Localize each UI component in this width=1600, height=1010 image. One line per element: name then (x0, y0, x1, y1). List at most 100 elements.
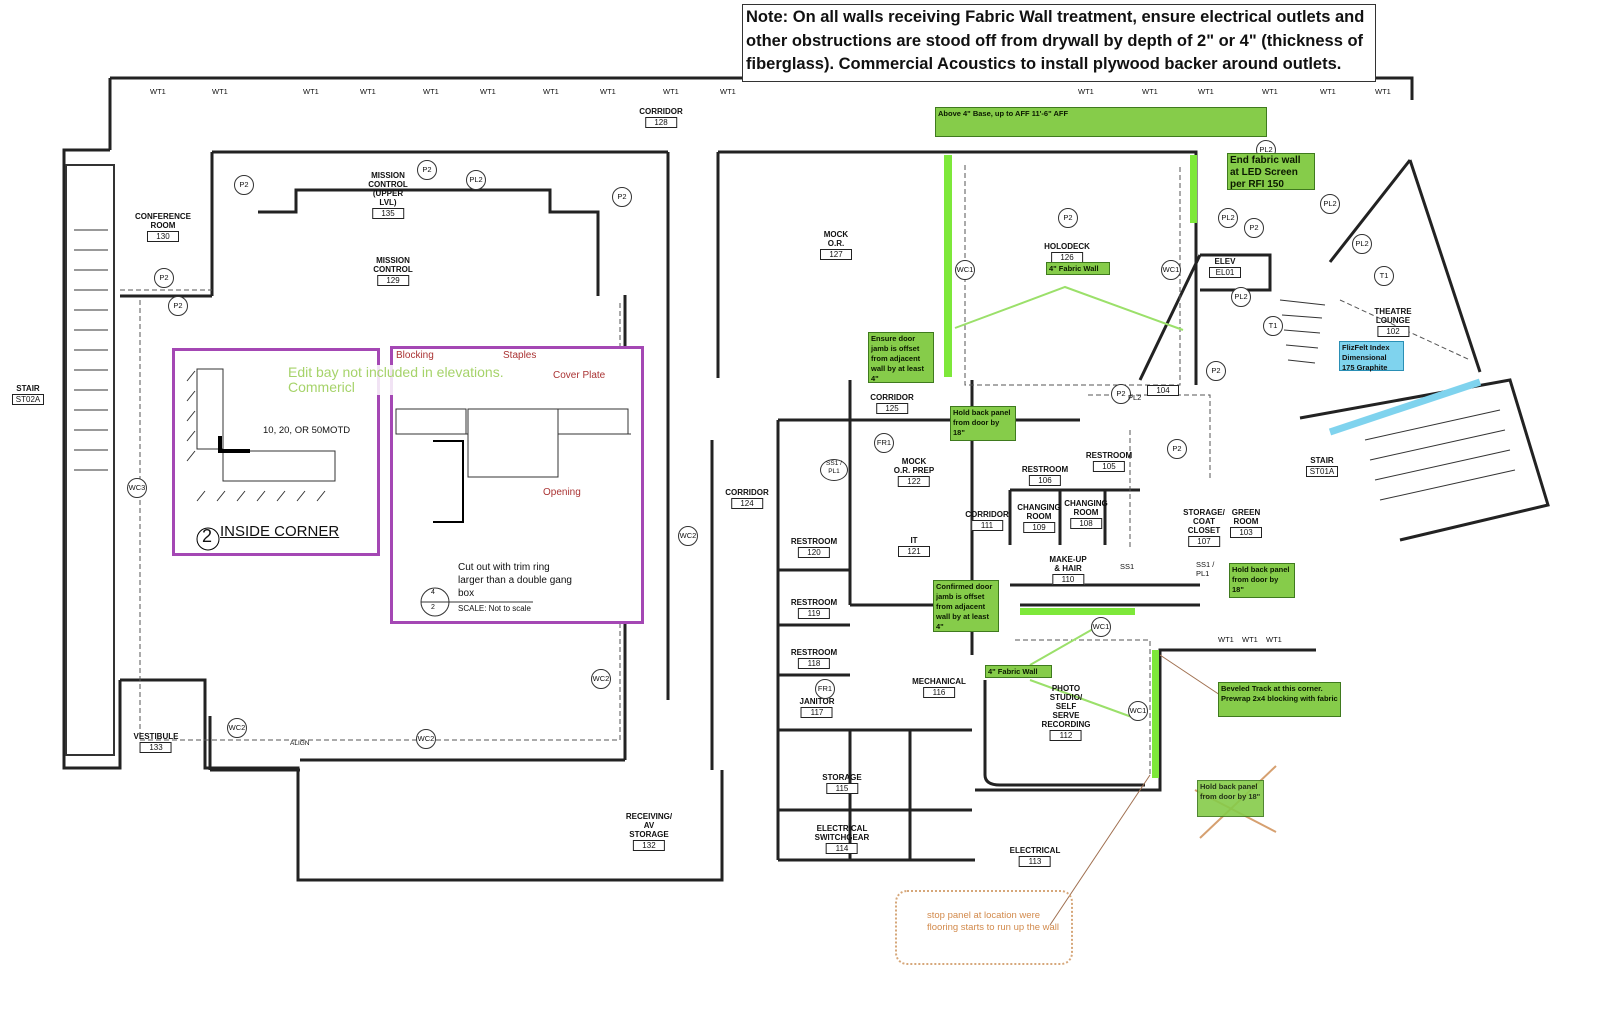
finish-tag-fr1: FR1 (874, 433, 894, 453)
room-number: 111 (971, 520, 1003, 531)
room-name: RESTROOM (790, 648, 838, 657)
detail-number: 2 (202, 526, 213, 546)
ss1-pl1-label: SS1 / PL1 (1196, 560, 1215, 578)
room-number: 117 (801, 707, 833, 718)
room-name: MECHANICAL (912, 677, 966, 686)
finish-tag-fr1: FR1 (815, 679, 835, 699)
room-name: HOLODECK (1044, 242, 1090, 251)
wall-type-tag: WT1 (1078, 87, 1094, 96)
finish-tag-wc2: WC2 (227, 718, 247, 738)
room-number: 108 (1070, 518, 1102, 529)
room-number: 133 (140, 742, 172, 753)
finish-tag-wc1: WC1 (1091, 617, 1111, 637)
finish-tag-p2: P2 (612, 187, 632, 207)
opening-label: Opening (543, 487, 581, 498)
wall-type-tag: WT1 (600, 87, 616, 96)
room-number: 114 (825, 843, 858, 854)
room-number: 125 (876, 403, 908, 414)
room-name: GREEN ROOM (1231, 508, 1261, 526)
wall-type-tag: WT1 (480, 87, 496, 96)
wall-type-tag: WT1 (1266, 635, 1282, 644)
room-number: 119 (797, 608, 830, 619)
finish-tag-p2: P2 (1167, 439, 1187, 459)
edit-bay-overlay-note: Edit bay not included in elevations. Com… (284, 365, 532, 395)
note-hold-back-3-crossed-out: Hold back panel from door by 18" (1197, 780, 1264, 817)
room-name: RESTROOM (1021, 465, 1069, 474)
cover-plate-label: Cover Plate (553, 370, 606, 381)
room-number: ST01A (1306, 466, 1338, 477)
finish-tag-pl2: PL2 (1320, 194, 1340, 214)
finish-tag-wc2: WC2 (416, 729, 436, 749)
finish-tag-wc1: WC1 (955, 260, 975, 280)
room-name: CHANGING ROOM (1064, 499, 1108, 517)
inside-corner-drawing (186, 368, 336, 551)
note-base-height: Above 4" Base, up to AFF 11'-6" AFF (935, 107, 1267, 137)
room-name: CORRIDOR (965, 510, 1009, 519)
wall-type-tag: WT1 (150, 87, 166, 96)
room-number: 132 (632, 840, 665, 851)
room-name: IT (910, 536, 918, 545)
room-name: STAIR (16, 384, 40, 393)
finish-tag-pl2: PL2 (1231, 287, 1251, 307)
ref-sheet-bottom: 2 (431, 604, 435, 611)
note-led-screen: End fabric wall at LED Screen per RFI 15… (1227, 153, 1315, 190)
room-number: 129 (377, 275, 409, 286)
note-hold-back-1: Hold back panel from door by 18" (950, 406, 1016, 441)
wall-type-tag: WT1 (423, 87, 439, 96)
note-hold-back-2: Hold back panel from door by 18" (1229, 563, 1295, 598)
wall-type-tag: WT1 (1198, 87, 1214, 96)
staples-label: Staples (503, 350, 537, 361)
room-name: CHANGING ROOM (1017, 503, 1061, 521)
finish-tag-pl2: PL2 (1218, 208, 1238, 228)
finish-tag-wc1: WC1 (1128, 701, 1148, 721)
fabric-wall-highlights (944, 155, 1197, 778)
room-number: 105 (1092, 461, 1125, 472)
room-name: ELECTRICAL SWITCHGEAR (814, 824, 870, 842)
note-ensure-jamb: Ensure door jamb is offset from adjacent… (868, 332, 934, 383)
wall-type-tag: WT1 (303, 87, 319, 96)
finish-tag-p2: P2 (1058, 208, 1078, 228)
finish-tag-t1: T1 (1374, 266, 1394, 286)
room-number: 118 (797, 658, 830, 669)
wall-type-tag: WT1 (720, 87, 736, 96)
room-name: ELECTRICAL (1009, 846, 1061, 855)
room-number: 115 (825, 783, 858, 794)
room-number: 116 (923, 687, 955, 698)
room-name: CORRIDOR (725, 488, 769, 497)
wall-type-tag: WT1 (212, 87, 228, 96)
room-number: 104 (1147, 385, 1179, 396)
room-number: 128 (645, 117, 677, 128)
finish-tag-ss1pl1: SS1 / PL1 (820, 459, 848, 481)
room-number: 109 (1023, 522, 1055, 533)
pl2-label: PL2 (1128, 393, 1142, 402)
room-name: CORRIDOR (639, 107, 683, 116)
align-label: ALIGN (290, 740, 310, 747)
room-number: 103 (1230, 527, 1262, 538)
finish-tag-p2: P2 (1244, 218, 1264, 238)
finish-tag-wc3: WC3 (127, 478, 147, 498)
finish-tag-wc2: WC2 (591, 669, 611, 689)
room-number: 106 (1028, 475, 1061, 486)
room-number: 127 (820, 249, 852, 260)
note-beveled-track: Beveled Track at this corner. Prewrap 2x… (1218, 682, 1341, 717)
ref-sheet-top: 4 (431, 589, 435, 596)
room-name: RESTROOM (790, 537, 838, 546)
